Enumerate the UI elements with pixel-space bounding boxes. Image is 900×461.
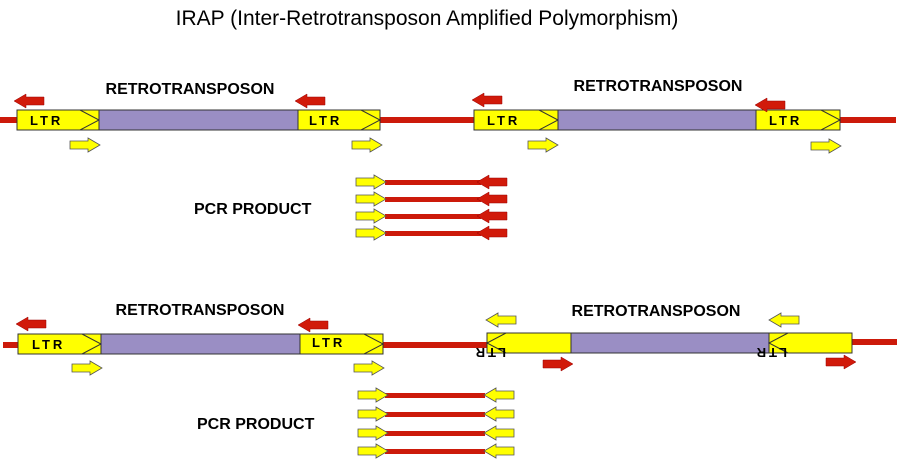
retrotransposon-label: RETROTRANSPOSON [574, 78, 743, 95]
retrotransposon-body [98, 109, 299, 131]
ltr-label-inverted: LTR [754, 345, 787, 360]
forward-primer-arrow [825, 354, 857, 370]
reverse-primer-arrow [471, 92, 503, 108]
forward-primer-arrow [357, 387, 389, 403]
forward-primer-arrow [351, 137, 383, 153]
retrotransposon-element-2: LTR LTR RETROTRANSPOSON [473, 78, 842, 131]
reverse-primer-arrow [483, 406, 515, 422]
panel-2: LTR LTR RETROTRANSPOSON LTR LTR RETROTRA… [3, 302, 897, 459]
pcr-product [357, 425, 515, 441]
reverse-primer-arrow [485, 312, 517, 328]
panel-1: LTR LTR RETROTRANSPOSON LTR LTR RETROTRA… [0, 78, 896, 241]
ltr-label: LTR [32, 337, 65, 352]
ltr-label: LTR [769, 113, 802, 128]
amplicon [385, 231, 481, 236]
amplicon [385, 449, 485, 454]
reverse-primer-arrow [476, 174, 508, 190]
reverse-primer-arrow [483, 425, 515, 441]
retrotransposon-label: RETROTRANSPOSON [106, 81, 275, 98]
forward-primer-arrow [71, 360, 103, 376]
primers [13, 92, 842, 154]
dna-strand [840, 117, 896, 123]
retrotransposon-body [570, 332, 770, 354]
forward-primer-arrow [527, 137, 559, 153]
pcr-product [355, 174, 508, 190]
pcr-product [355, 208, 508, 224]
forward-primer-arrow [355, 191, 387, 207]
reverse-primer-arrow [476, 225, 508, 241]
forward-primer-arrow [353, 360, 385, 376]
dna-strand [3, 342, 18, 348]
dna-strand [383, 342, 487, 348]
forward-primer-arrow [542, 356, 574, 372]
retrotransposon-body [100, 333, 301, 355]
ltr-arrowhead [820, 109, 842, 131]
pcr-products [355, 174, 508, 241]
amplicon [385, 197, 481, 202]
pcr-product-label: PCR PRODUCT [197, 416, 315, 433]
pcr-products [357, 387, 515, 459]
primers [15, 312, 857, 376]
forward-primer-arrow [357, 443, 389, 459]
ltr-arrowhead [767, 332, 789, 354]
pcr-product [357, 443, 515, 459]
pcr-product [357, 387, 515, 403]
amplicon [385, 412, 485, 417]
forward-primer-arrow [355, 174, 387, 190]
ltr-arrowhead [363, 333, 385, 355]
pcr-product [357, 406, 515, 422]
dna-strand [852, 339, 897, 345]
reverse-primer-arrow [297, 317, 329, 333]
forward-primer-arrow [357, 425, 389, 441]
pcr-product [355, 191, 508, 207]
amplicon [385, 431, 485, 436]
ltr-label: LTR [309, 113, 342, 128]
reverse-primer-arrow [294, 93, 326, 109]
amplicon [385, 214, 481, 219]
ltr-arrowhead [360, 109, 382, 131]
reverse-primer-arrow [483, 387, 515, 403]
pcr-product [355, 225, 508, 241]
pcr-product-label: PCR PRODUCT [194, 201, 312, 218]
retrotransposon-element-1: LTR LTR RETROTRANSPOSON [16, 81, 382, 131]
forward-primer-arrow [69, 137, 101, 153]
forward-primer-arrow [355, 208, 387, 224]
retrotransposon-label: RETROTRANSPOSON [572, 303, 741, 320]
ltr-arrowhead [485, 332, 507, 354]
amplicon [385, 393, 485, 398]
reverse-primer-arrow [483, 443, 515, 459]
reverse-primer-arrow [476, 208, 508, 224]
amplicon [385, 180, 481, 185]
ltr-label: LTR [487, 113, 520, 128]
forward-primer-arrow [357, 406, 389, 422]
forward-primer-arrow [810, 138, 842, 154]
diagram-title: IRAP (Inter-Retrotransposon Amplified Po… [176, 7, 679, 30]
reverse-primer-arrow [754, 97, 786, 113]
reverse-primer-arrow [15, 316, 47, 332]
retrotransposon-body [557, 109, 757, 131]
ltr-label-inverted: LTR [473, 345, 506, 360]
dna-strand [380, 117, 475, 123]
dna-strand [0, 117, 17, 123]
ltr-label: LTR [30, 113, 63, 128]
retrotransposon-label: RETROTRANSPOSON [116, 302, 285, 319]
forward-primer-arrow [355, 225, 387, 241]
retrotransposon-element-3: LTR LTR RETROTRANSPOSON [17, 302, 385, 355]
reverse-primer-arrow [768, 312, 800, 328]
reverse-primer-arrow [476, 191, 508, 207]
ltr-label: LTR [312, 335, 345, 350]
reverse-primer-arrow [13, 93, 45, 109]
retrotransposon-element-4: LTR LTR RETROTRANSPOSON [473, 303, 853, 360]
